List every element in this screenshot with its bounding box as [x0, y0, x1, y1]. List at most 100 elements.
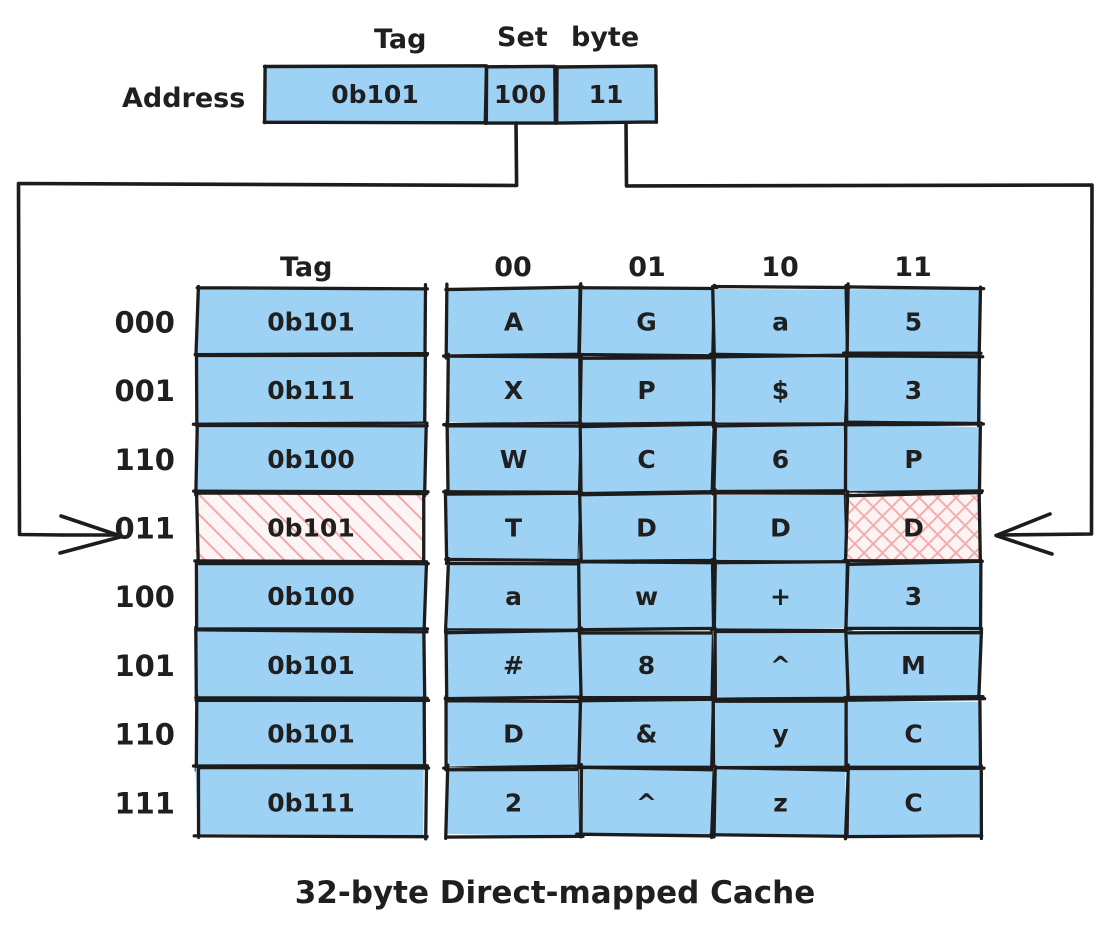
byte-cell-value: a [505, 582, 522, 611]
byte-cell-fill [446, 629, 581, 700]
address-byte-value: 11 [589, 80, 624, 109]
cache-tag-header: Tag [280, 252, 332, 283]
address-field-headers: Tag Set byte [374, 22, 639, 55]
byte-cell-value: $ [772, 376, 789, 405]
byte-cell-value: # [503, 651, 524, 680]
address-byte-field-outline [555, 64, 659, 125]
byte-cell-value: P [904, 445, 922, 474]
address-box[interactable]: 0b101 100 11 [262, 64, 659, 125]
byte-header-10: 10 [761, 252, 799, 283]
byte-cell-value: D [770, 513, 791, 542]
address-set-value: 100 [494, 80, 546, 109]
byte-cell-value: D [636, 513, 657, 542]
tag-cell-fill [195, 630, 426, 700]
tag-cell-fill [195, 562, 427, 629]
byte-cell-fill [446, 424, 582, 493]
tag-cell-value: 0b101 [267, 513, 354, 542]
diagram-caption: 32-byte Direct-mapped Cache [295, 875, 816, 911]
byte-header-00: 00 [494, 252, 532, 283]
row-index-label: 011 [114, 511, 175, 545]
byte-cell-fill [447, 561, 582, 632]
byte-cell-fill [846, 287, 981, 356]
byte-cell-fill [847, 767, 981, 837]
address-tag-field-fill [264, 66, 486, 123]
byte-cell-fill [445, 356, 580, 425]
byte-cell-outline [844, 696, 987, 773]
byte-cell-value: w [635, 582, 658, 611]
cache-row[interactable]: 011 0b101 T D D D [114, 488, 984, 566]
tag-cell-fill [196, 355, 425, 423]
byte-cell-fill [845, 423, 982, 494]
byte-cell-value: D [903, 513, 924, 542]
byte-cell-value: C [904, 720, 922, 749]
tag-cell-outline [191, 351, 429, 428]
row-index-label: 110 [114, 443, 175, 477]
byte-cell-outline [842, 490, 984, 565]
byte-cell-outline [843, 420, 986, 498]
tag-cell-value: 0b101 [267, 307, 354, 336]
byte-cell-fill [845, 492, 981, 560]
tag-cell-fill [195, 493, 426, 563]
byte-cell-value: T [505, 513, 522, 542]
byte-cell-fill [446, 701, 580, 769]
tag-cell-fill [195, 287, 425, 357]
byte-cell-fill [578, 631, 715, 700]
byte-cell-fill [579, 561, 713, 629]
byte-cell-fill [715, 562, 848, 630]
byte-cell-fill [579, 287, 714, 354]
byte-cell-outline [842, 763, 986, 841]
byte-header-11: 11 [894, 252, 932, 283]
byte-cell-value: a [772, 307, 789, 336]
tag-cell-value: 0b101 [267, 651, 354, 680]
tag-cell-value: 0b111 [267, 788, 354, 817]
byte-cell-value: A [504, 307, 524, 336]
byte-cell-fill [578, 769, 715, 836]
byte-cell-fill [712, 356, 848, 423]
byte-cell-fill [712, 494, 848, 562]
tag-cell-fill [195, 767, 424, 836]
address-byte-field-fill [557, 66, 656, 123]
row-index-label: 110 [114, 718, 175, 752]
address-set-field-fill [486, 66, 555, 123]
byte-cell-fill [845, 563, 982, 630]
byte-cell-value: 3 [905, 582, 922, 611]
cache-column-headers: Tag 00 01 10 11 [280, 252, 932, 283]
byte-cell-fill [846, 630, 980, 700]
tag-cell-fill [195, 423, 427, 492]
byte-cell-outline [843, 626, 985, 703]
byte-cell-value: 2 [505, 788, 522, 817]
byte-cell-value: C [637, 445, 655, 474]
byte-cell-fill [446, 493, 582, 563]
byte-cell-value: P [637, 376, 655, 405]
tag-cell-outline [194, 625, 429, 704]
byte-cell-fill [713, 424, 847, 493]
byte-cell-fill [845, 355, 982, 424]
byte-cell-fill [712, 630, 848, 700]
tag-cell-outline [191, 694, 431, 773]
byte-cell-fill [445, 286, 582, 355]
byte-cell-outline [575, 557, 717, 634]
byte-cell-fill [578, 493, 713, 562]
byte-cell-fill [712, 700, 849, 769]
byte-cell-value: 6 [772, 445, 789, 474]
byte-cell-value: X [504, 376, 523, 405]
row-index-label: 111 [114, 786, 175, 820]
byte-cell-outline [575, 763, 718, 840]
byte-cell-fill [445, 767, 580, 837]
tag-cell-outline [193, 489, 429, 565]
byte-connector [624, 121, 1094, 556]
byte-cell-value: C [904, 788, 922, 817]
tag-cell-outline [193, 282, 430, 358]
tag-cell-outline [192, 422, 430, 498]
byte-cell-value: 8 [638, 651, 655, 680]
byte-cell-value: 3 [905, 376, 922, 405]
